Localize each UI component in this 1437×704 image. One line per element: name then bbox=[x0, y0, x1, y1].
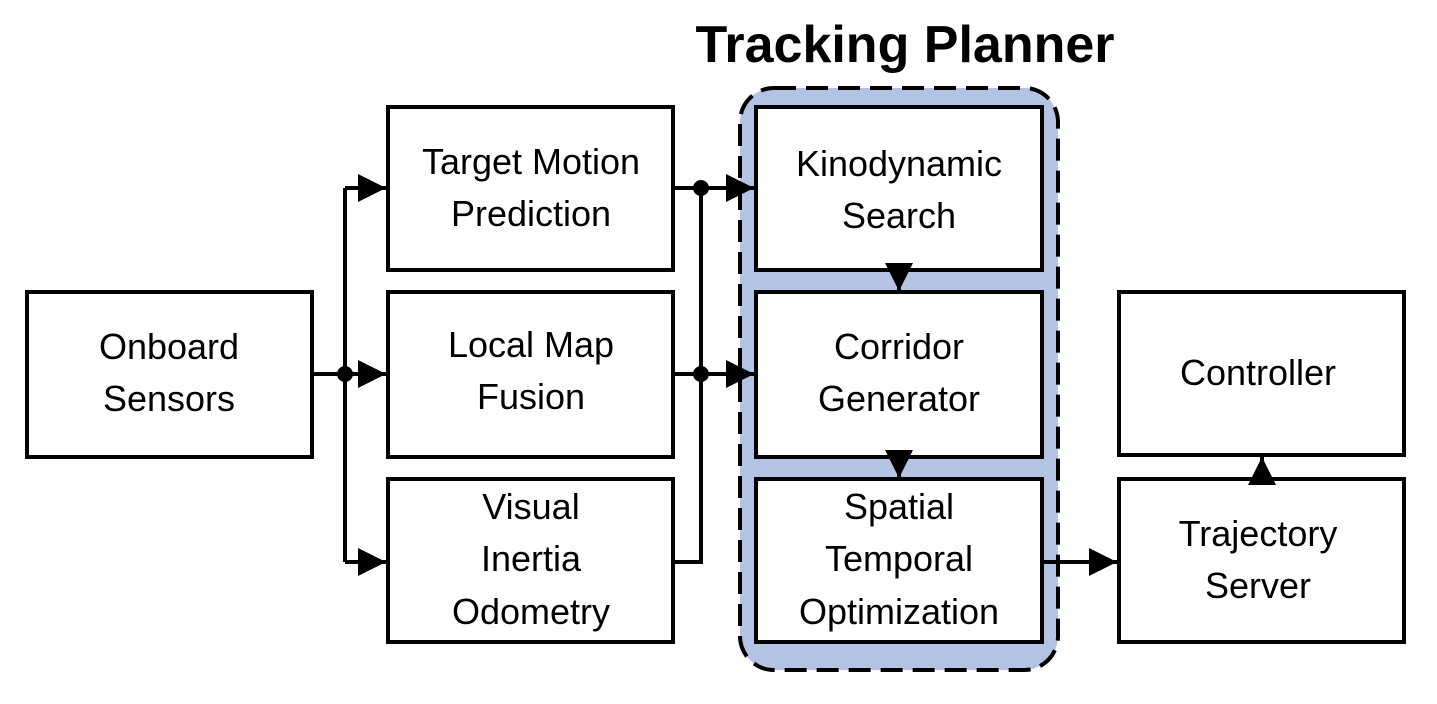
onboard-sensors-line1: Onboard bbox=[99, 326, 239, 367]
spatial-line2: Temporal bbox=[825, 538, 973, 579]
local-map-line2: Fusion bbox=[477, 376, 585, 417]
junction-dot bbox=[693, 366, 709, 382]
local-map-line1: Local Map bbox=[448, 324, 614, 365]
vio-line2: Inertia bbox=[481, 538, 582, 579]
target-motion-line1: Target Motion bbox=[422, 141, 640, 182]
block-corridor-generator: Corridor Generator bbox=[754, 290, 1044, 459]
trajectory-line1: Trajectory bbox=[1179, 513, 1338, 554]
block-trajectory-server: Trajectory Server bbox=[1117, 477, 1406, 644]
trajectory-line2: Server bbox=[1205, 565, 1311, 606]
block-onboard-sensors: Onboard Sensors bbox=[25, 290, 314, 459]
vio-to-planner-line bbox=[673, 188, 703, 564]
vio-line1: Visual bbox=[482, 486, 579, 527]
target-motion-line2: Prediction bbox=[451, 193, 611, 234]
controller-label: Controller bbox=[1180, 352, 1336, 393]
junction-dot bbox=[693, 180, 709, 196]
block-controller: Controller bbox=[1117, 290, 1406, 457]
junctions bbox=[337, 180, 709, 382]
block-kinodynamic-search: Kinodynamic Search bbox=[754, 105, 1044, 272]
group-title: Tracking Planner bbox=[695, 16, 1114, 74]
junction-dot bbox=[337, 366, 353, 382]
spatial-line3: Optimization bbox=[799, 591, 999, 632]
vio-line3: Odometry bbox=[452, 591, 610, 632]
block-target-motion-prediction: Target Motion Prediction bbox=[386, 105, 675, 272]
corridor-line1: Corridor bbox=[834, 326, 964, 367]
block-spatial-temporal-optimization: Spatial Temporal Optimization bbox=[754, 477, 1044, 644]
onboard-sensors-line2: Sensors bbox=[103, 378, 235, 419]
kinodynamic-line2: Search bbox=[842, 195, 956, 236]
corridor-line2: Generator bbox=[818, 378, 980, 419]
spatial-line1: Spatial bbox=[844, 486, 954, 527]
kinodynamic-line1: Kinodynamic bbox=[796, 143, 1002, 184]
block-visual-inertia-odometry: Visual Inertia Odometry bbox=[386, 477, 675, 644]
block-local-map-fusion: Local Map Fusion bbox=[386, 290, 675, 459]
